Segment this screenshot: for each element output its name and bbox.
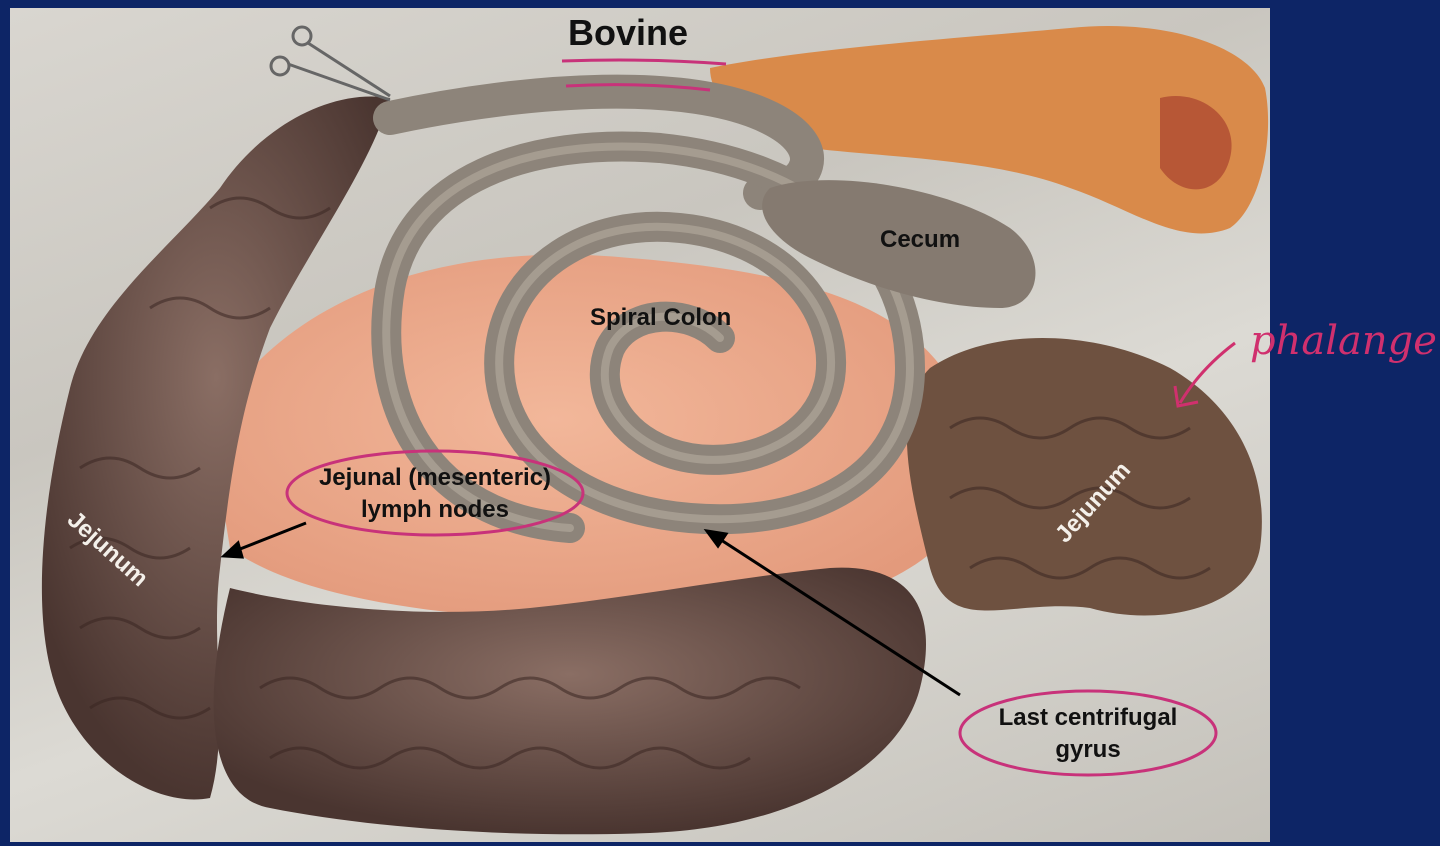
title-underline [561,58,727,66]
specimen-illustration [41,25,1269,835]
bottom-jejunum-mass [213,567,926,835]
cecum-label: Cecum [880,226,961,253]
lymph-nodes-ellipse [285,449,585,537]
gyrus-label-line1: Last centrifugal [998,704,1178,731]
rectum-fat [710,26,1269,234]
gyrus-label-line2: gyrus [1055,736,1121,763]
loop-texture [69,196,1211,770]
specimen-photo: Bovine Cecum Spiral Colon Jejunum Jejunu… [10,8,1270,842]
right-jejunum-mass [906,338,1262,616]
tissue-spot [1160,96,1232,190]
page-title: Bovine [568,12,689,53]
handwritten-annotation: phalange? [1250,318,1440,364]
forceps-icon [269,25,391,102]
cecum [762,180,1036,308]
pointer-arrows [220,521,961,697]
gyrus-ellipse [958,689,1218,777]
left-jejunum-mass [41,96,391,800]
lymph-nodes-label-line2: lymph nodes [360,496,510,523]
spiral-colon-label: Spiral Colon [590,304,732,331]
lymph-nodes-label-line1: Jejunal (mesenteric) [318,464,552,491]
title-underline-2 [565,83,711,92]
handwritten-arrow-icon [1173,341,1236,408]
